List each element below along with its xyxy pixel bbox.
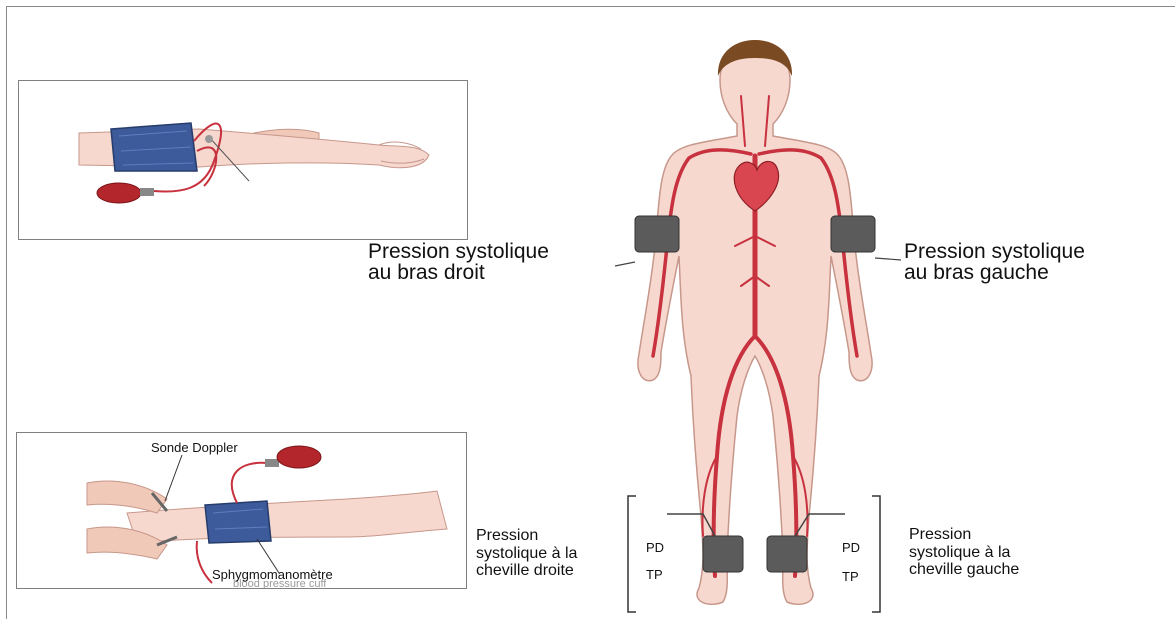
arm-cuff-panel: [18, 80, 468, 240]
left-ankle-label-line3: cheville gauche: [909, 561, 1019, 579]
doppler-hands-illustration: [17, 433, 467, 589]
left-arm-label-line2: au bras gauche: [904, 262, 1085, 283]
right-ankle-label-line1: Pression: [476, 527, 577, 545]
right-ankle-label-line2: systolique à la: [476, 545, 577, 563]
right-tp-label: TP: [842, 570, 859, 583]
doppler-panel: Sonde Doppler blood pressure cuff Sphygm…: [16, 432, 467, 589]
left-ankle-label-line1: Pression: [909, 526, 1019, 544]
right-arm-cuff: [635, 216, 679, 252]
arm-cuff-illustration: [19, 81, 468, 240]
left-pd-label: PD: [646, 541, 664, 554]
right-arm-label-line1: Pression systolique: [368, 241, 549, 262]
right-ankle-label: Pression systolique à la cheville droite: [476, 527, 577, 580]
right-arm-label: Pression systolique au bras droit: [368, 241, 549, 283]
left-ankle-label: Pression systolique à la cheville gauche: [909, 526, 1019, 579]
sphygmomanometer-label: Sphygmomanomètre: [212, 568, 333, 581]
left-tp-label: TP: [646, 568, 663, 581]
left-ankle-label-line2: systolique à la: [909, 544, 1019, 562]
doppler-probe-label: Sonde Doppler: [149, 441, 240, 454]
right-arm-label-line2: au bras droit: [368, 262, 549, 283]
right-ankle-label-line3: cheville droite: [476, 562, 577, 580]
right-pd-label: PD: [842, 541, 860, 554]
left-arm-label-line1: Pression systolique: [904, 241, 1085, 262]
left-arm-cuff: [831, 216, 875, 252]
left-arm-label: Pression systolique au bras gauche: [904, 241, 1085, 283]
